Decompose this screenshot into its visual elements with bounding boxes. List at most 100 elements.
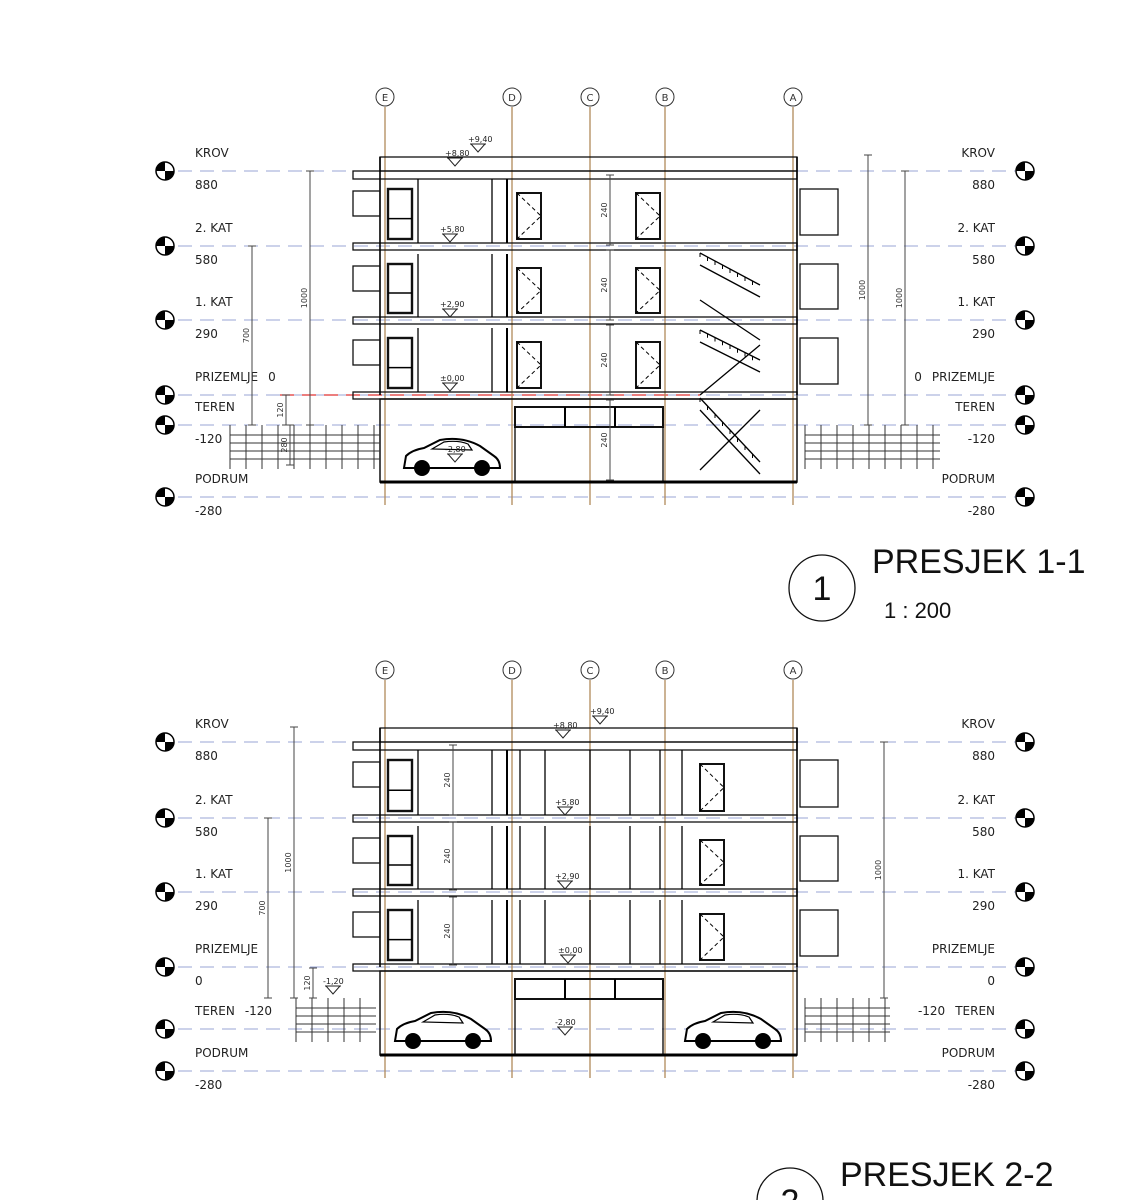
level-name-right: TEREN bbox=[954, 1004, 995, 1018]
level-name-left: 1. KAT bbox=[195, 867, 233, 881]
grid-axis-label: C bbox=[587, 93, 594, 104]
elevation-label: -1,20 bbox=[323, 977, 344, 986]
balcony-right bbox=[799, 263, 839, 310]
door bbox=[699, 913, 725, 961]
roof-slab bbox=[352, 170, 798, 180]
window bbox=[386, 336, 414, 390]
grid-axis-bubble bbox=[783, 87, 803, 107]
level-marker-icon bbox=[155, 487, 175, 507]
elevation-triangle-icon bbox=[556, 1026, 574, 1036]
level-marker-fill bbox=[1016, 162, 1034, 180]
car-wheel bbox=[414, 460, 430, 476]
level-name-left: PRIZEMLJE bbox=[195, 942, 258, 956]
level-value-right: 0 bbox=[987, 974, 995, 988]
car-icon bbox=[683, 1010, 783, 1049]
level-value-left: 880 bbox=[195, 749, 218, 763]
dimension-label: 700 bbox=[242, 328, 251, 343]
elevation-marker: +9,40 bbox=[468, 135, 493, 153]
roof-parapet bbox=[379, 727, 798, 743]
car-wheel bbox=[755, 1033, 771, 1049]
level-name-left: PODRUM bbox=[195, 472, 248, 486]
elevation-marker: +5,80 bbox=[555, 798, 580, 816]
balcony bbox=[352, 837, 381, 864]
elevation-marker: -2,80 bbox=[445, 445, 466, 463]
door-swing bbox=[516, 267, 542, 314]
level-name-right: KROV bbox=[961, 146, 995, 160]
car-icon bbox=[402, 437, 502, 476]
grid-axis-label: B bbox=[662, 93, 669, 104]
section-number-bubble bbox=[788, 554, 856, 622]
window bbox=[386, 262, 414, 315]
grid-axis-bubble bbox=[502, 87, 522, 107]
level-marker-icon bbox=[1015, 415, 1035, 435]
grid-axis-bubble bbox=[375, 660, 395, 680]
section-scale: 1 : 200 bbox=[884, 598, 951, 623]
elevation-label: +2,90 bbox=[440, 300, 465, 309]
roof-slab bbox=[352, 741, 798, 751]
dimension-label: 280 bbox=[280, 437, 289, 452]
level-name-left: TEREN bbox=[194, 400, 235, 414]
level-marker-icon bbox=[1015, 487, 1035, 507]
elevation-triangle-icon bbox=[554, 729, 572, 739]
level-marker-fill bbox=[156, 416, 174, 434]
level-value-left: -120 bbox=[245, 1004, 272, 1018]
elevation-marker: ±0,00 bbox=[440, 374, 465, 392]
stair-flight bbox=[699, 329, 761, 373]
grid-axis-label: B bbox=[662, 666, 669, 677]
car-window bbox=[420, 1013, 465, 1024]
level-value-left: 0 bbox=[268, 370, 276, 384]
door-swing bbox=[699, 839, 725, 886]
level-marker-fill bbox=[156, 488, 174, 506]
section-number-bubble bbox=[756, 1167, 824, 1200]
section-title-block: 2PRESJEK 2-2 bbox=[756, 1156, 1054, 1200]
level-marker-fill bbox=[1016, 883, 1034, 901]
level-value-right: -280 bbox=[968, 1078, 995, 1092]
grid-axis-label: D bbox=[508, 666, 516, 677]
dimension-label: 240 bbox=[600, 432, 609, 447]
elevation-label: -2,80 bbox=[445, 445, 466, 454]
elevation-triangle-icon bbox=[559, 954, 577, 964]
balcony-right bbox=[799, 835, 839, 882]
level-marker-icon bbox=[155, 161, 175, 181]
door-swing bbox=[635, 341, 661, 389]
elevation-triangle-icon bbox=[446, 157, 464, 167]
level-value-right: 580 bbox=[972, 253, 995, 267]
level-name-right: KROV bbox=[961, 717, 995, 731]
elevation-marker: -1,20 bbox=[323, 977, 344, 995]
grid-axis-bubble bbox=[580, 87, 600, 107]
elevation-label: +9,40 bbox=[468, 135, 493, 144]
balcony bbox=[352, 761, 381, 788]
grid-axis-label: E bbox=[382, 93, 388, 104]
level-marker-fill bbox=[1016, 809, 1034, 827]
car-window bbox=[429, 440, 474, 451]
terrain-hatch bbox=[804, 425, 940, 469]
level-marker-fill bbox=[156, 809, 174, 827]
elevation-triangle-icon bbox=[591, 715, 609, 725]
dimension-label: 120 bbox=[276, 402, 285, 417]
dimension-label: 240 bbox=[443, 923, 452, 938]
level-name-left: 2. KAT bbox=[195, 793, 233, 807]
level-marker-fill bbox=[156, 1062, 174, 1080]
dimension-label: 1000 bbox=[300, 288, 309, 308]
car-wheel bbox=[695, 1033, 711, 1049]
level-name-left: KROV bbox=[195, 717, 229, 731]
level-value-right: 580 bbox=[972, 825, 995, 839]
elevation-label: +9,40 bbox=[590, 707, 615, 716]
level-marker-fill bbox=[1016, 311, 1034, 329]
level-name-right: PODRUM bbox=[942, 1046, 995, 1060]
dimension-label: 240 bbox=[443, 848, 452, 863]
level-value-left: 580 bbox=[195, 253, 218, 267]
level-marker-icon bbox=[155, 415, 175, 435]
door bbox=[516, 267, 542, 314]
door bbox=[516, 192, 542, 240]
door-swing bbox=[635, 267, 661, 314]
elevation-marker: +2,90 bbox=[555, 872, 580, 890]
elevation-marker: +5,80 bbox=[440, 225, 465, 243]
elevation-triangle-icon bbox=[556, 806, 574, 816]
level-marker-icon bbox=[1015, 1019, 1035, 1039]
elevation-marker: +2,90 bbox=[440, 300, 465, 318]
dimension-label: 1000 bbox=[874, 860, 883, 880]
door bbox=[516, 341, 542, 389]
section-title: PRESJEK 2-2 bbox=[840, 1156, 1054, 1194]
